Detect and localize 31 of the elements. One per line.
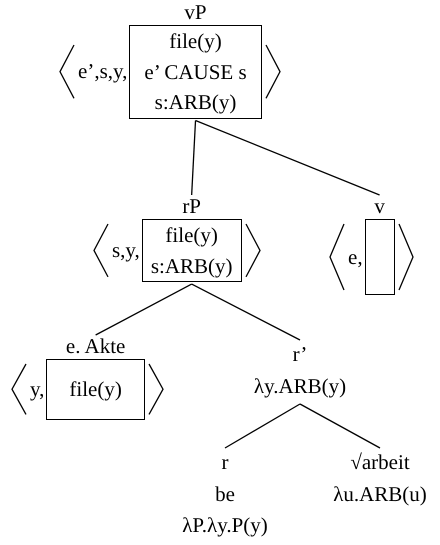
condition-text: s:ARB(y) [150,252,232,280]
node-label: e. Akte [66,334,126,360]
node-label: r [222,449,228,476]
semantic-formula: be [215,480,235,508]
tree-branch [195,120,380,196]
node-label: v [374,194,385,220]
node-label: √arbeit [350,449,410,476]
semantic-formula: λu.ARB(u) [333,480,427,508]
variable-list: e, [348,244,365,270]
variable-list: s,y, [112,238,142,264]
condition-text: file(y) [69,376,122,404]
empty-box [364,219,395,296]
semantic-formula: λy.ARB(y) [254,372,346,400]
node-label: r’ [292,341,308,368]
condition-text: e’ CAUSE s [144,58,247,86]
tree-branch [95,284,192,336]
tree-branch [191,283,300,341]
condition-text: file(y) [165,222,218,250]
tree-branch [191,120,196,196]
semantic-formula: λP.λy.P(y) [182,512,268,539]
condition-text: file(y) [169,28,222,56]
node-label: rP [182,194,201,220]
tree-branch [224,403,300,449]
tree-branch [300,403,380,449]
condition-box [142,219,242,282]
variable-list: e’,s,y, [78,59,130,84]
condition-box [46,359,145,420]
node-label: vP [184,0,207,26]
condition-text: s:ARB(y) [154,89,236,116]
condition-box [129,25,262,118]
variable-list: y, [30,376,46,402]
